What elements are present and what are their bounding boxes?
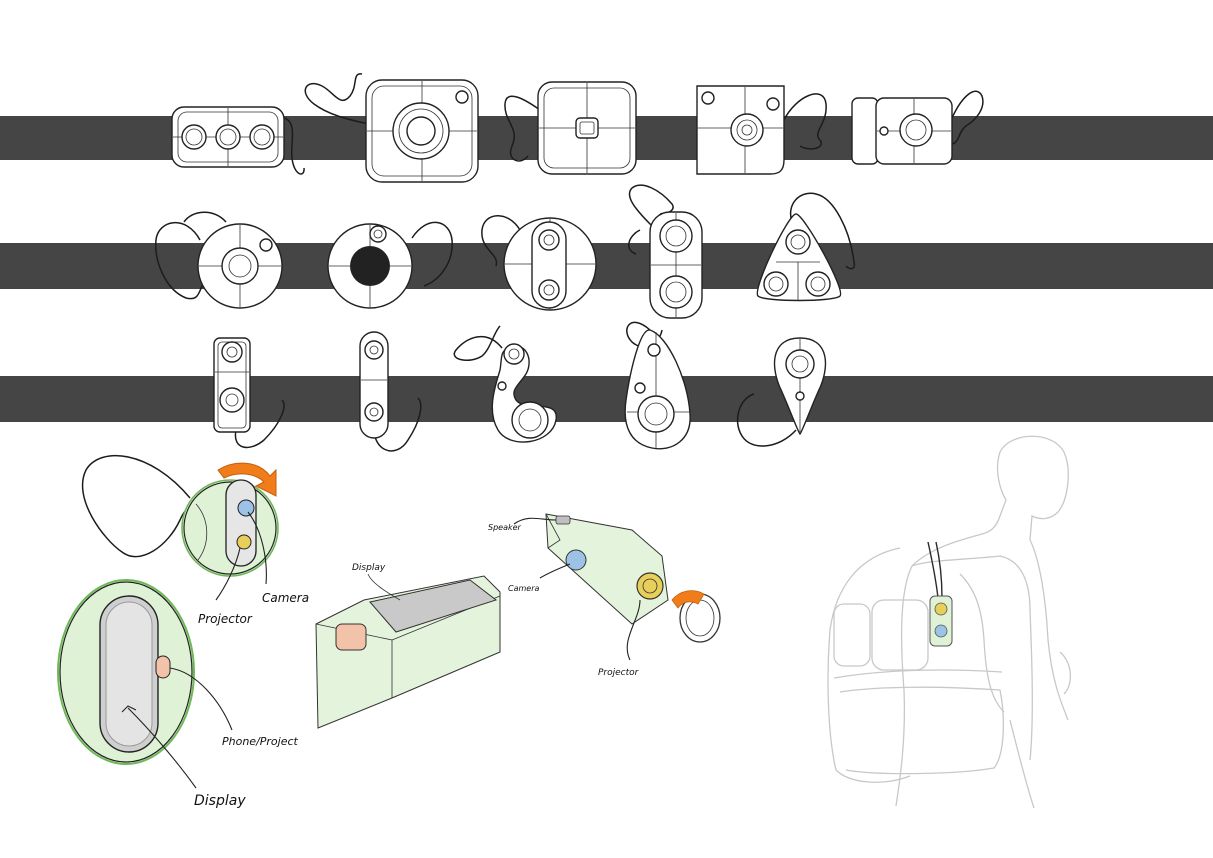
strap-row-2 xyxy=(0,243,1213,289)
detail-exploded-device: Speaker Camera Projector xyxy=(488,513,721,678)
worn-device-camera-lens xyxy=(934,624,948,638)
label-speaker: Speaker xyxy=(488,523,522,532)
concept-vertical-pill-dual xyxy=(628,184,703,319)
detail-dock: Display xyxy=(315,563,501,729)
row-2-concepts xyxy=(155,184,856,319)
phone-projector-lens xyxy=(155,655,171,679)
concept-three-lens-bar xyxy=(171,106,305,175)
concept-side-mount-square xyxy=(851,90,984,165)
concept-triangle-triple xyxy=(756,192,856,302)
concept-donut-ring xyxy=(327,221,453,309)
concept-large-square xyxy=(304,73,479,183)
detail-head-projector-lens xyxy=(236,534,252,550)
concept-round-cord xyxy=(155,211,283,309)
worn-device-projector-lens xyxy=(934,602,948,616)
label-projector-detail: Projector xyxy=(198,612,253,626)
person-with-backpack xyxy=(827,435,1071,809)
concept-clip-vertical xyxy=(213,337,285,449)
concept-pendant-drop xyxy=(736,337,827,447)
concept-slim-stick xyxy=(359,331,422,452)
strap-row-3 xyxy=(0,376,1213,422)
label-dock-display: Display xyxy=(352,563,386,573)
rotate-arrow-icon xyxy=(217,462,277,497)
exploded-camera-lens xyxy=(565,549,587,571)
concept-square-small-sensor xyxy=(504,81,637,175)
concept-organic-snail xyxy=(453,325,557,443)
exploded-rotate-arrow-icon xyxy=(671,590,705,609)
label-display: Display xyxy=(194,793,246,809)
concept-notched-square xyxy=(696,85,827,175)
detail-head-camera-lens xyxy=(237,499,255,517)
concept-round-dual-lens xyxy=(481,215,597,311)
label-phone-projector: Phone/Project xyxy=(222,735,299,748)
row-3-concepts xyxy=(213,321,827,452)
concept-teardrop xyxy=(624,321,691,450)
label-projector-exploded: Projector xyxy=(598,668,640,678)
label-camera-exploded: Camera xyxy=(508,584,539,593)
row-1-concepts xyxy=(171,73,984,183)
label-camera: Camera xyxy=(262,591,309,605)
detail-rotating-head: Camera Projector xyxy=(81,454,309,626)
exploded-projector-lens xyxy=(636,572,664,600)
detail-oval-display: Phone/Project Display xyxy=(57,579,299,809)
